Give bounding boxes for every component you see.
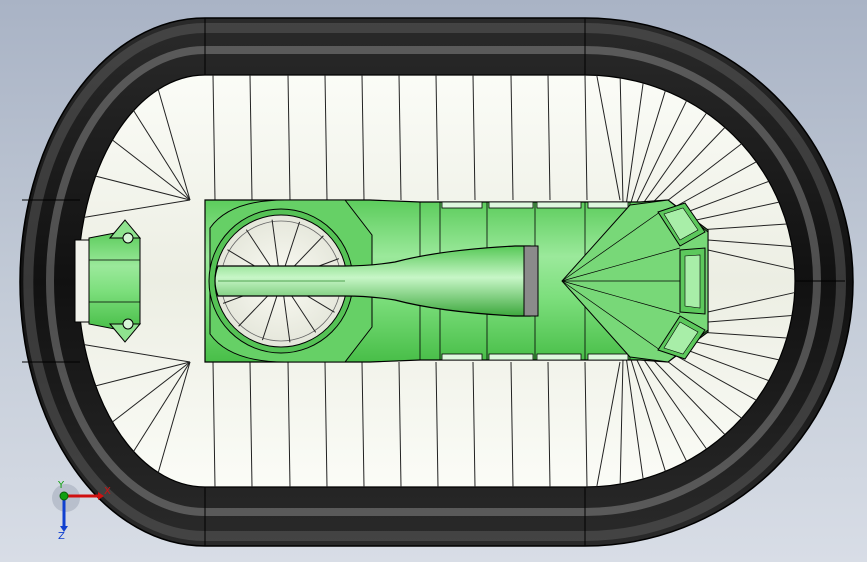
deck-rib xyxy=(510,74,514,201)
deck-rib xyxy=(634,346,707,450)
deck-rib xyxy=(84,344,191,363)
deck-rib xyxy=(157,361,191,473)
deck-rib xyxy=(133,110,191,201)
deck-rib xyxy=(596,361,621,487)
deck-rib xyxy=(619,358,624,485)
deck-rib xyxy=(249,74,253,201)
skirt-seams xyxy=(22,18,845,546)
deck-rib xyxy=(95,175,191,201)
deck-rib xyxy=(435,74,439,201)
fan-blade xyxy=(282,221,301,274)
deck-rib xyxy=(398,74,402,201)
rear-thruster-mount[interactable] xyxy=(74,219,142,343)
x-axis-label: X xyxy=(104,486,111,497)
orientation-triad xyxy=(52,484,104,532)
deck-ribs xyxy=(84,74,795,488)
deck-rib xyxy=(584,361,588,488)
deck-rib xyxy=(625,355,644,480)
deck-rib xyxy=(287,361,291,488)
deck-rib xyxy=(157,89,191,201)
deck-rib xyxy=(324,361,328,488)
propulsion-duct[interactable] xyxy=(214,245,539,317)
deck-rib xyxy=(212,361,216,488)
deck-rib xyxy=(398,361,402,488)
fan-blade xyxy=(282,288,291,343)
deck-rib xyxy=(596,75,621,201)
y-axis-label: Y xyxy=(58,480,65,491)
deck-rib xyxy=(547,74,551,201)
deck-rib xyxy=(133,361,191,452)
deck-rib xyxy=(547,361,551,488)
deck-rib xyxy=(112,361,191,423)
deck-rib xyxy=(510,361,514,488)
deck-rib xyxy=(212,74,216,201)
deck-rib xyxy=(249,361,253,488)
deck-rib xyxy=(84,199,191,218)
deck-rib xyxy=(324,74,328,201)
deck-rib xyxy=(628,352,666,472)
deck-rib xyxy=(435,361,439,488)
deck-rib xyxy=(95,361,191,387)
deck-rib xyxy=(472,361,476,488)
deck-rib xyxy=(361,361,365,488)
deck-rib xyxy=(287,74,291,201)
deck-rib xyxy=(631,100,688,213)
deck-rib xyxy=(619,77,624,204)
y-axis xyxy=(59,491,69,501)
deck-rib xyxy=(628,90,666,210)
z-axis-label: Z xyxy=(58,531,65,542)
deck-rib xyxy=(634,112,707,216)
deck-rib xyxy=(112,139,191,201)
deck-rib xyxy=(625,82,644,207)
deck-rib xyxy=(472,74,476,201)
fan-blade xyxy=(261,288,280,341)
deck-rib xyxy=(361,74,365,201)
deck-rib xyxy=(584,74,588,201)
deck-rib xyxy=(631,349,688,462)
fan-blade xyxy=(271,219,280,274)
